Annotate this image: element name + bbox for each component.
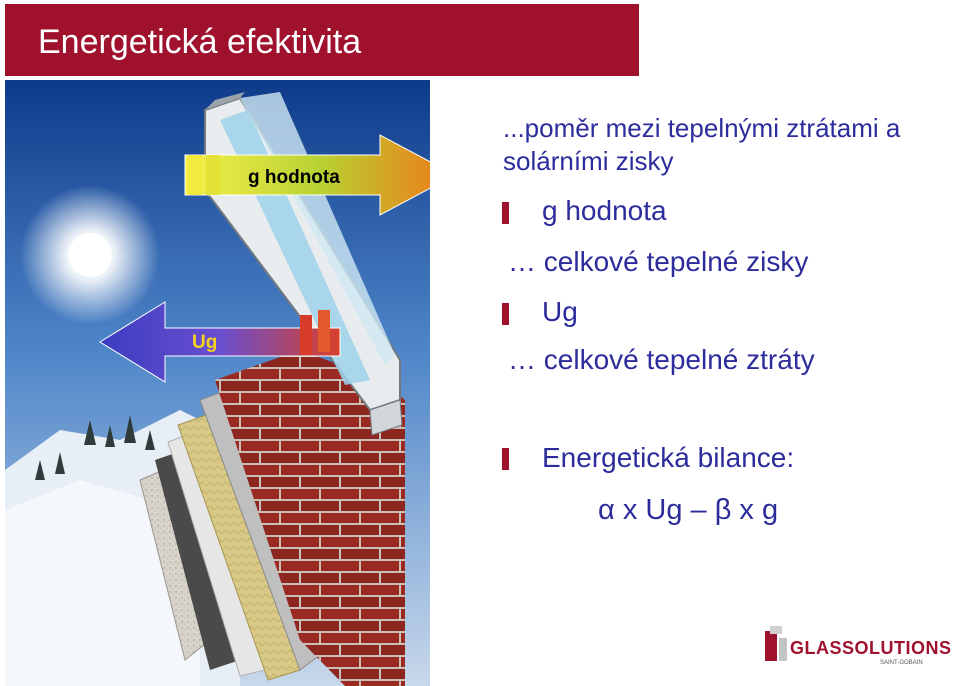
- g-value-arrow: [184, 134, 430, 216]
- intro-text: ...poměr mezi tepelnými ztrátami a solár…: [503, 113, 901, 176]
- logo-name: GLASSOLUTIONS: [790, 638, 952, 658]
- item-g-value: g hodnota: [542, 195, 667, 226]
- slide-title: Energetická efektivita: [38, 23, 362, 61]
- title-bar: [5, 4, 639, 76]
- balance-formula: α x Ug – β x g: [598, 494, 779, 526]
- wall-window-illustration: g hodnota Ug: [5, 80, 430, 686]
- g-arrow-label: g hodnota: [248, 167, 340, 188]
- ug-arrow-label: Ug: [192, 332, 217, 353]
- bullet-balance: [502, 448, 509, 470]
- item-total-heat-gains: … celkové tepelné zisky: [508, 246, 809, 277]
- item-total-heat-losses: … celkové tepelné ztráty: [508, 344, 815, 375]
- bullet-g-value: [502, 202, 509, 224]
- energy-balance-label: Energetická bilance:: [542, 442, 795, 473]
- bullet-ug: [502, 303, 509, 325]
- item-ug: Ug: [542, 296, 578, 327]
- glassolutions-logo: [765, 626, 787, 661]
- ug-arrow: [99, 301, 341, 383]
- logo-sub: SAINT-GOBAIN: [880, 660, 923, 666]
